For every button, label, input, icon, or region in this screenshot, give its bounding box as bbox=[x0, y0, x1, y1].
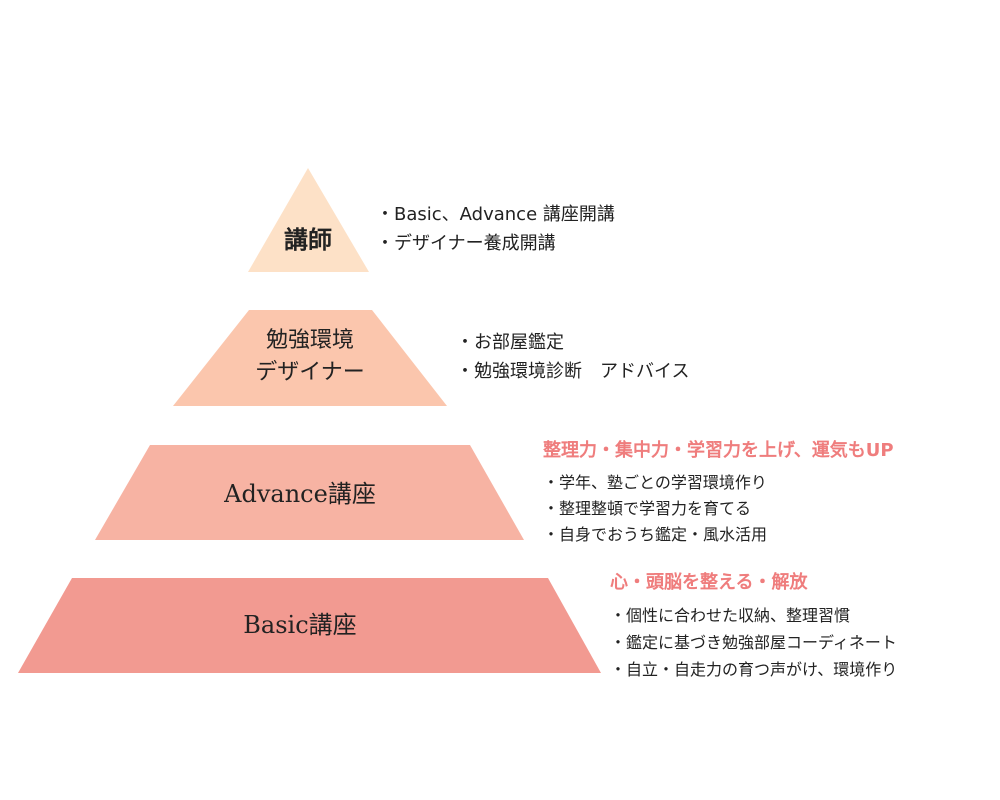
bullet-item: ・自立・自走力の育つ声がけ、環境作り bbox=[610, 660, 898, 679]
tier-label-basic: Basic講座 bbox=[90, 605, 510, 640]
tier-heading-advance: 整理力・集中力・学習力を上げ、運気もUP bbox=[543, 440, 894, 461]
bullet-item: ・お部屋鑑定 bbox=[456, 332, 564, 353]
tier-heading-basic: 心・頭脳を整える・解放 bbox=[610, 572, 808, 593]
bullet-item: ・デザイナー養成開講 bbox=[376, 233, 556, 254]
tier-description-designer: ・お部屋鑑定 ・勉強環境診断 アドバイス bbox=[456, 328, 689, 386]
bullet-item: ・Basic、Advance 講座開講 bbox=[376, 204, 615, 225]
tier-shape-instructor bbox=[248, 168, 369, 272]
bullet-item: ・個性に合わせた収納、整理習慣 bbox=[610, 606, 851, 625]
tier-label-text: Basic講座 bbox=[243, 611, 357, 639]
tier-description-basic: 心・頭脳を整える・解放 ・個性に合わせた収納、整理習慣 ・鑑定に基づき勉強部屋コ… bbox=[610, 568, 897, 683]
tier-label-text-line2: デザイナー bbox=[255, 360, 365, 385]
bullet-item: ・勉強環境診断 アドバイス bbox=[456, 361, 690, 382]
tier-shape-basic bbox=[18, 578, 601, 673]
tier-label-text: 勉強環境 bbox=[265, 328, 354, 353]
bullet-item: ・鑑定に基づき勉強部屋コーディネート bbox=[610, 633, 897, 652]
bullet-item: ・学年、塾ごとの学習環境作り bbox=[543, 473, 767, 492]
tier-label-instructor: 講師 bbox=[248, 220, 368, 255]
tier-description-advance: 整理力・集中力・学習力を上げ、運気もUP ・学年、塾ごとの学習環境作り ・整理整… bbox=[543, 436, 894, 548]
tier-description-instructor: ・Basic、Advance 講座開講 ・デザイナー養成開講 bbox=[376, 200, 615, 258]
bullet-item: ・整理整頓で学習力を育てる bbox=[543, 499, 752, 518]
tier-label-text: 講師 bbox=[284, 225, 332, 254]
tier-label-designer: 勉強環境 デザイナー bbox=[200, 325, 420, 389]
tier-label-text: Advance講座 bbox=[224, 480, 376, 508]
tier-shape-designer bbox=[173, 310, 447, 406]
tier-shape-advance bbox=[95, 445, 524, 540]
bullet-item: ・自身でおうち鑑定・風水活用 bbox=[543, 525, 768, 544]
tier-label-advance: Advance講座 bbox=[130, 474, 470, 509]
